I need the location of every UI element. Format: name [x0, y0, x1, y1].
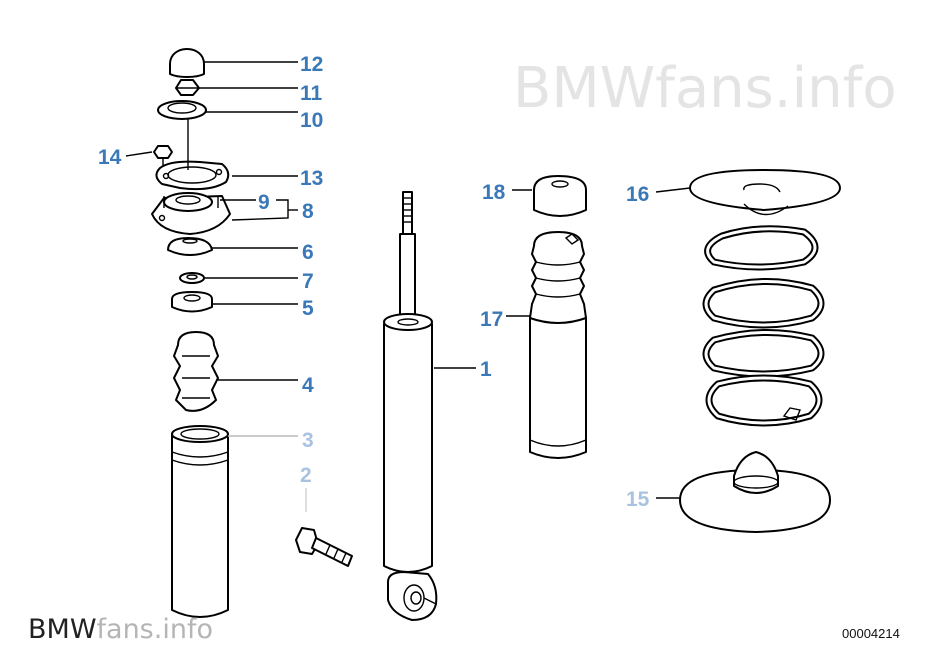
watermark-small: BMWfans.info — [28, 614, 213, 645]
part-15-lower-spring-pad — [679, 451, 831, 533]
part-16-upper-spring-pad — [689, 169, 841, 216]
part-12-cap — [169, 48, 205, 78]
callout-4: 4 — [302, 374, 314, 397]
watermark-large: BMWfans.info — [513, 56, 897, 121]
part-5-bushing — [171, 291, 213, 313]
part-18-cap — [533, 175, 587, 217]
part-17-protective-tube — [529, 231, 587, 459]
callout-1: 1 — [480, 358, 492, 381]
callout-17: 17 — [480, 308, 503, 331]
diagram-code: 00004214 — [842, 626, 900, 641]
callout-11: 11 — [300, 82, 323, 105]
callout-3: 3 — [302, 429, 314, 452]
callout-10: 10 — [300, 109, 323, 132]
part-6-rubber-mount — [167, 237, 213, 256]
callout-9: 9 — [258, 191, 270, 214]
callout-12: 12 — [300, 53, 323, 76]
part-8-support-bearing — [151, 192, 231, 235]
callout-14: 14 — [98, 146, 122, 169]
callout-8: 8 — [302, 200, 314, 223]
coil-spring — [702, 225, 825, 427]
leader-lines — [125, 61, 691, 512]
callout-5: 5 — [302, 297, 314, 320]
callout-15: 15 — [626, 488, 650, 511]
callout-2: 2 — [300, 464, 312, 487]
part-2-bolt — [295, 527, 353, 567]
part-13-gasket — [155, 160, 230, 191]
part-11-nut — [175, 79, 200, 96]
callout-7: 7 — [302, 270, 314, 293]
part-3-protective-tube — [171, 425, 229, 618]
part-7-washer — [179, 272, 205, 284]
part-1-shock-absorber — [383, 191, 438, 621]
part-4-bump-stop — [173, 331, 219, 412]
callout-16: 16 — [626, 183, 649, 206]
callout-6: 6 — [302, 241, 314, 264]
callout-18: 18 — [482, 181, 506, 204]
callout-13: 13 — [300, 167, 323, 190]
part-10-washer — [157, 100, 207, 120]
